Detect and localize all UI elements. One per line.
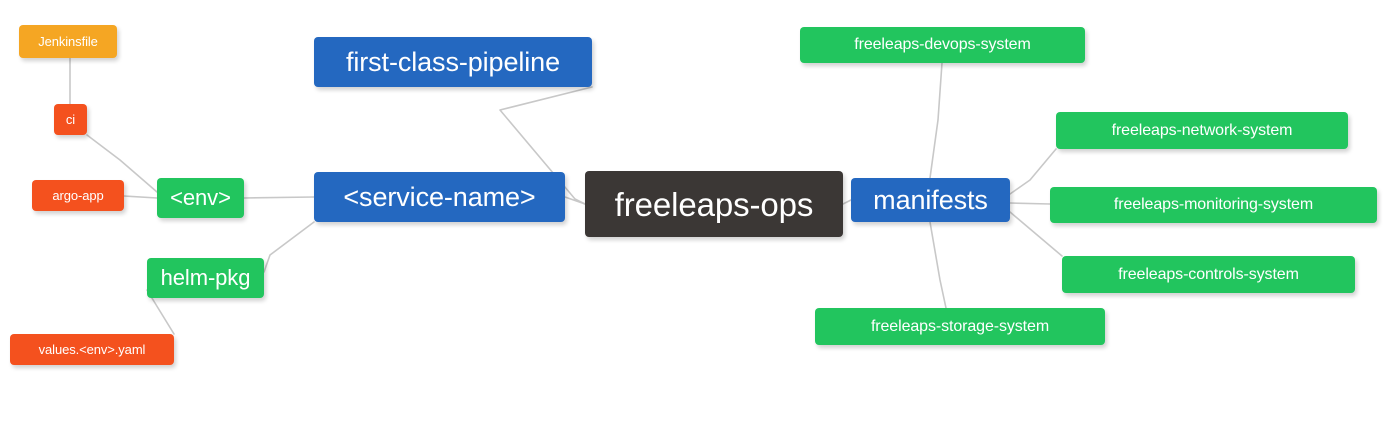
edge-service-name-to-helm-pkg xyxy=(263,221,315,273)
edge-root-to-manifests xyxy=(842,199,852,205)
node-jenkinsfile[interactable]: Jenkinsfile xyxy=(19,25,117,58)
node-label-service-name: <service-name> xyxy=(343,181,536,212)
node-env[interactable]: <env> xyxy=(157,178,244,218)
node-freeleaps-controls-system[interactable]: freeleaps-controls-system xyxy=(1062,256,1355,293)
node-helm-pkg[interactable]: helm-pkg xyxy=(147,258,264,298)
node-first-class-pipeline[interactable]: first-class-pipeline xyxy=(314,37,592,87)
node-freeleaps-monitoring-system[interactable]: freeleaps-monitoring-system xyxy=(1050,187,1377,223)
node-values-yaml[interactable]: values.<env>.yaml xyxy=(10,334,174,365)
node-label-root: freeleaps-ops xyxy=(614,185,814,223)
node-label-manifests: manifests xyxy=(873,184,988,215)
edge-manifests-to-freeleaps-storage-system xyxy=(929,221,947,309)
node-argo-app[interactable]: argo-app xyxy=(32,180,124,211)
edge-service-name-to-env xyxy=(243,196,315,199)
edge-manifests-to-freeleaps-devops-system xyxy=(929,62,943,179)
edge-root-to-service-name xyxy=(564,196,586,205)
edge-env-to-argo-app xyxy=(123,195,158,199)
edge-manifests-to-freeleaps-monitoring-system xyxy=(1009,202,1051,205)
node-label-jenkinsfile: Jenkinsfile xyxy=(38,34,98,49)
node-freeleaps-devops-system[interactable]: freeleaps-devops-system xyxy=(800,27,1085,63)
node-label-argo-app: argo-app xyxy=(52,188,104,203)
node-freeleaps-storage-system[interactable]: freeleaps-storage-system xyxy=(815,308,1105,345)
node-label-freeleaps-network-system: freeleaps-network-system xyxy=(1111,121,1293,139)
node-service-name[interactable]: <service-name> xyxy=(314,172,565,222)
node-freeleaps-network-system[interactable]: freeleaps-network-system xyxy=(1056,112,1348,149)
node-label-values-yaml: values.<env>.yaml xyxy=(38,342,146,357)
node-ci[interactable]: ci xyxy=(54,104,87,135)
node-label-freeleaps-monitoring-system: freeleaps-monitoring-system xyxy=(1113,196,1314,213)
node-label-freeleaps-devops-system: freeleaps-devops-system xyxy=(854,36,1031,53)
node-label-first-class-pipeline: first-class-pipeline xyxy=(345,46,561,77)
node-label-ci: ci xyxy=(65,112,76,127)
node-manifests[interactable]: manifests xyxy=(851,178,1010,222)
edge-manifests-to-freeleaps-network-system xyxy=(1009,148,1057,195)
node-label-helm-pkg: helm-pkg xyxy=(160,265,251,290)
node-label-freeleaps-controls-system: freeleaps-controls-system xyxy=(1118,265,1299,283)
node-label-freeleaps-storage-system: freeleaps-storage-system xyxy=(870,317,1050,335)
node-label-env: <env> xyxy=(170,185,231,210)
node-root[interactable]: freeleaps-ops xyxy=(585,171,843,237)
